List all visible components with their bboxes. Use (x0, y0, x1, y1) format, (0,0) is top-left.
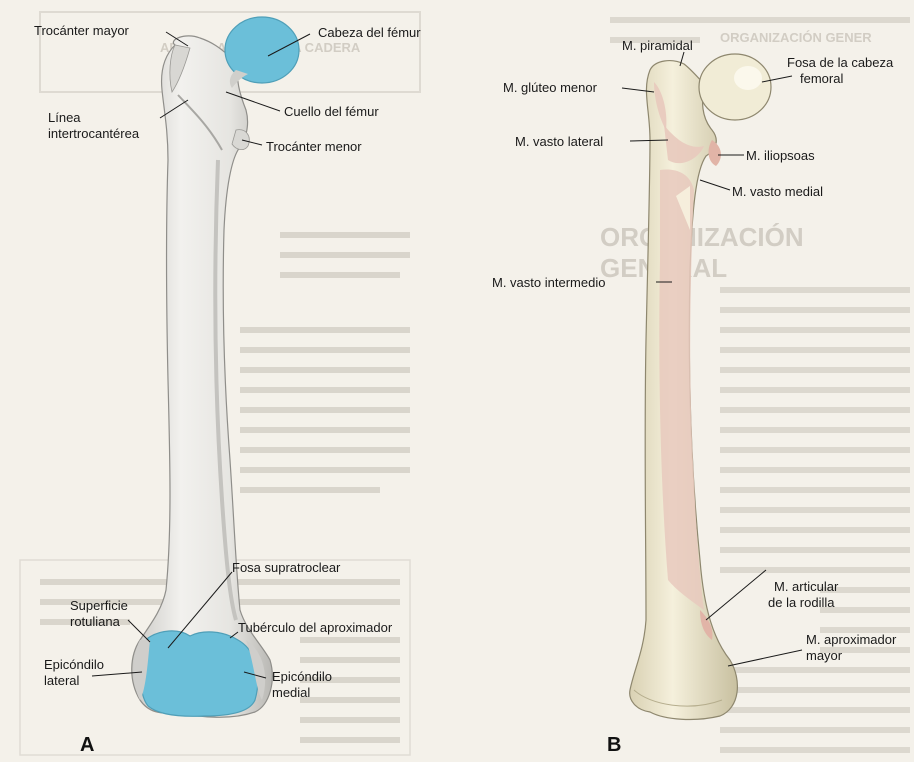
label-fosa-cabeza-2: femoral (800, 71, 843, 86)
label-m-articular-1: M. articular (774, 579, 838, 594)
label-m-articular-2: de la rodilla (768, 595, 835, 610)
label-m-aproximador-2: mayor (806, 648, 842, 663)
label-m-vasto-intermedio: M. vasto intermedio (492, 275, 605, 290)
label-m-vasto-lateral: M. vasto lateral (515, 134, 603, 149)
label-m-piramidal: M. piramidal (622, 38, 693, 53)
label-m-gluteo-menor: M. glúteo menor (503, 80, 597, 95)
label-m-iliopsoas: M. iliopsoas (746, 148, 815, 163)
label-m-aproximador-1: M. aproximador (806, 632, 896, 647)
label-fosa-cabeza-1: Fosa de la cabeza (787, 55, 893, 70)
label-m-vasto-medial: M. vasto medial (732, 184, 823, 199)
